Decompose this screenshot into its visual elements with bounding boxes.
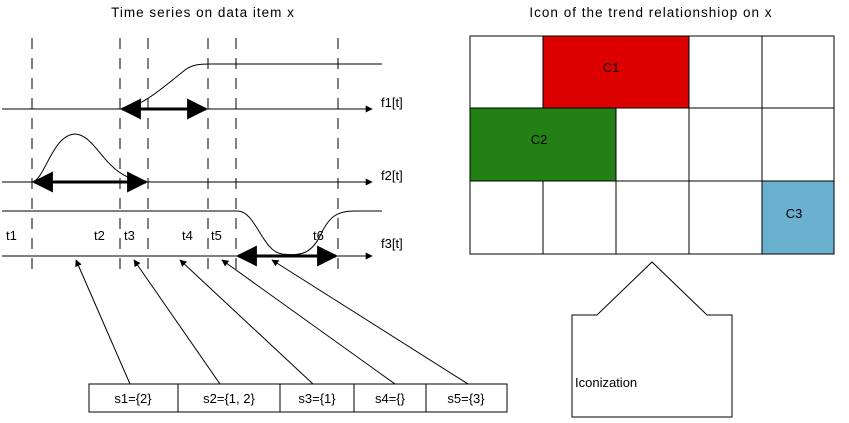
- iconization-arrow: Iconization: [571, 261, 733, 418]
- time-label-t2: t2: [94, 228, 105, 243]
- cell-c3-label: C3: [786, 206, 803, 221]
- set-s3: s3={1}: [298, 391, 336, 406]
- time-label-t4: t4: [182, 228, 193, 243]
- series-f2: f2[t]: [2, 133, 403, 193]
- series-f3: f3[t]: [2, 210, 403, 267]
- grid-border: [469, 35, 835, 255]
- series-f1: f1[t]: [2, 63, 403, 120]
- f1-label: f1[t]: [381, 95, 403, 110]
- cell-c1: [543, 36, 689, 108]
- cell-c2-label: C2: [531, 132, 548, 147]
- cell-c3: [762, 181, 834, 254]
- f2-curve: [31, 133, 149, 183]
- iconization-arrow-shape: [571, 261, 733, 418]
- cell-c1-label: C1: [603, 60, 620, 75]
- set-s4: s4={}: [375, 391, 406, 406]
- arrow-s1: [75, 259, 131, 385]
- arrow-s2: [133, 259, 221, 385]
- f3-label: f3[t]: [381, 236, 403, 251]
- set-s5: s5={3}: [447, 391, 485, 406]
- set-row-border: [88, 383, 508, 413]
- arrow-s3: [179, 259, 314, 385]
- f2-label: f2[t]: [381, 168, 403, 183]
- set-s2: s2={1, 2}: [203, 391, 255, 406]
- set-boxes: s1={2} s2={1, 2} s3={1} s4={} s5={3}: [88, 383, 508, 413]
- time-labels: t1 t2 t3 t4 t5 t6: [6, 228, 324, 243]
- cell-c2: [470, 108, 616, 181]
- time-label-t6: t6: [313, 228, 324, 243]
- set-arrows: [75, 259, 469, 385]
- time-label-t3: t3: [124, 228, 135, 243]
- arrow-s4: [221, 259, 396, 385]
- iconization-label: Iconization: [575, 375, 637, 390]
- time-label-t1: t1: [6, 228, 17, 243]
- icon-grid: C1 C2 C3: [469, 35, 835, 255]
- set-s1: s1={2}: [114, 391, 152, 406]
- arrow-s5: [271, 259, 469, 385]
- left-title: Time series on data item x: [111, 5, 295, 20]
- f1-curve: [119, 63, 382, 110]
- time-label-t5: t5: [211, 228, 222, 243]
- right-title: Icon of the trend relationshiop on x: [529, 5, 772, 20]
